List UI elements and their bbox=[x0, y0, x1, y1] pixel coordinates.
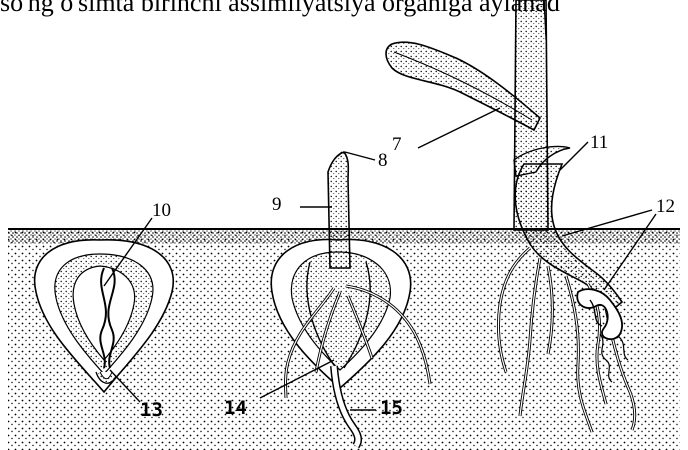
label-12: 12 bbox=[656, 196, 675, 217]
label-10: 10 bbox=[152, 200, 171, 221]
label-13: 13 bbox=[140, 399, 163, 421]
label-7: 7 bbox=[392, 134, 402, 155]
label-8: 8 bbox=[378, 150, 388, 171]
label-9: 9 bbox=[272, 194, 282, 215]
label-15: 15 bbox=[380, 397, 403, 419]
label-11: 11 bbox=[590, 132, 608, 153]
label-14: 14 bbox=[224, 397, 247, 419]
